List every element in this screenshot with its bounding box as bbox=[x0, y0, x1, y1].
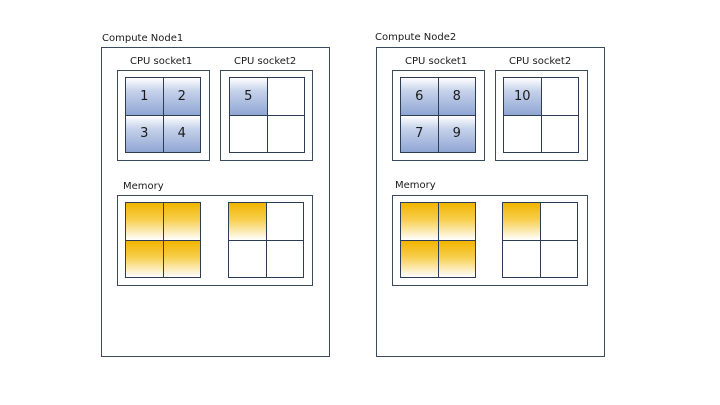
core-cell bbox=[541, 78, 579, 116]
memory-cell bbox=[540, 203, 578, 241]
memory-cell bbox=[438, 240, 476, 278]
cpu-socket-box bbox=[220, 70, 313, 161]
cpu-socket-label: CPU socket2 bbox=[509, 56, 572, 67]
core-cell: 3 bbox=[126, 115, 164, 153]
memory-box bbox=[117, 195, 313, 286]
memory-cell bbox=[163, 240, 201, 278]
memory-cell bbox=[163, 203, 201, 241]
memory-bank bbox=[502, 202, 578, 278]
memory-label: Memory bbox=[395, 180, 436, 191]
cpu-socket-label: CPU socket1 bbox=[130, 56, 193, 67]
memory-cell bbox=[503, 203, 541, 241]
cpu-socket-box bbox=[117, 70, 210, 161]
memory-cell bbox=[401, 240, 439, 278]
node-title: Compute Node1 bbox=[102, 33, 184, 44]
core-cell: 4 bbox=[163, 115, 201, 153]
core-cell: 2 bbox=[163, 78, 201, 116]
memory-bank bbox=[125, 202, 201, 278]
core-cell bbox=[267, 78, 305, 116]
core-cell: 9 bbox=[438, 115, 476, 153]
core-cell bbox=[504, 115, 542, 153]
memory-cell bbox=[266, 240, 304, 278]
memory-box bbox=[392, 195, 588, 286]
memory-cell bbox=[126, 240, 164, 278]
cpu-socket-box bbox=[392, 70, 485, 161]
core-grid: 6 8 7 9 bbox=[400, 77, 476, 153]
memory-cell bbox=[438, 203, 476, 241]
memory-cell bbox=[540, 240, 578, 278]
core-grid: 1 2 3 4 bbox=[125, 77, 201, 153]
memory-cell bbox=[229, 203, 267, 241]
core-cell: 6 bbox=[401, 78, 439, 116]
core-cell: 8 bbox=[438, 78, 476, 116]
core-cell bbox=[541, 115, 579, 153]
core-cell: 7 bbox=[401, 115, 439, 153]
memory-bank bbox=[400, 202, 476, 278]
core-grid: 10 bbox=[503, 77, 579, 153]
compute-node bbox=[376, 47, 605, 357]
cpu-socket-label: CPU socket1 bbox=[405, 56, 468, 67]
memory-bank bbox=[228, 202, 304, 278]
core-cell: 10 bbox=[504, 78, 542, 116]
memory-label: Memory bbox=[123, 181, 164, 192]
core-grid: 5 bbox=[229, 77, 305, 153]
compute-node bbox=[101, 47, 330, 357]
core-cell bbox=[230, 115, 268, 153]
memory-cell bbox=[126, 203, 164, 241]
core-cell: 5 bbox=[230, 78, 268, 116]
memory-cell bbox=[503, 240, 541, 278]
core-cell bbox=[267, 115, 305, 153]
core-cell: 1 bbox=[126, 78, 164, 116]
memory-cell bbox=[266, 203, 304, 241]
cpu-socket-box bbox=[495, 70, 588, 161]
memory-cell bbox=[401, 203, 439, 241]
memory-cell bbox=[229, 240, 267, 278]
cpu-socket-label: CPU socket2 bbox=[234, 56, 297, 67]
node-title: Compute Node2 bbox=[375, 32, 457, 43]
